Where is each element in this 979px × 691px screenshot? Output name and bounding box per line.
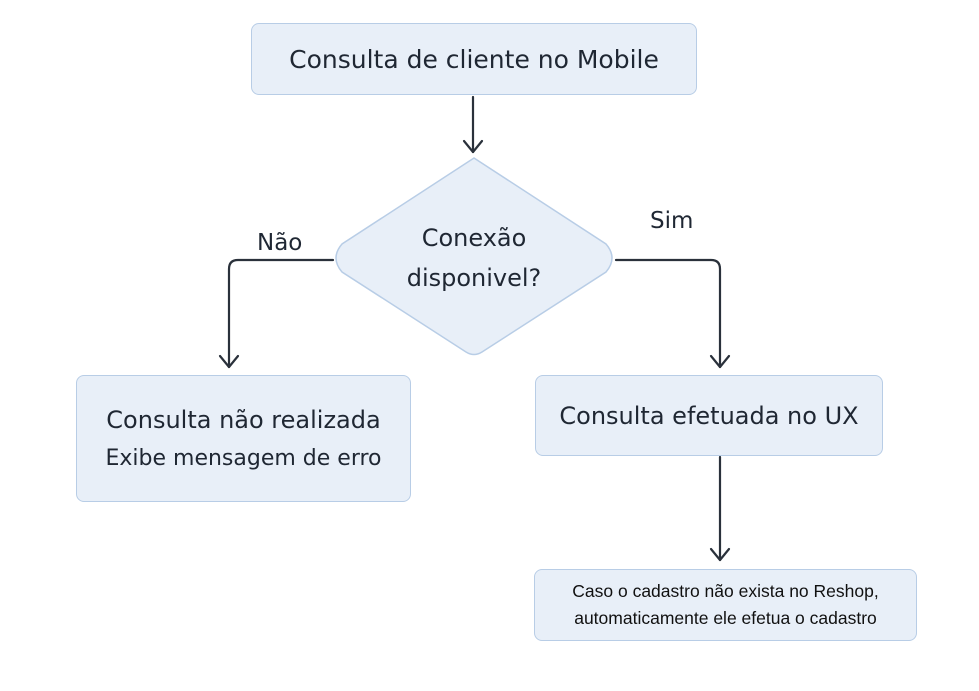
decision-label: Conexão disponivel? xyxy=(360,208,588,308)
arrow-start-to-decision xyxy=(462,95,484,154)
start-node: Consulta de cliente no Mobile xyxy=(251,23,697,95)
note-node: Caso o cadastro não exista no Reshop, au… xyxy=(534,569,917,641)
decision-line-2: disponivel? xyxy=(406,264,542,292)
start-node-label: Consulta de cliente no Mobile xyxy=(289,44,659,74)
fail-node: Consulta não realizada Exibe mensagem de… xyxy=(76,375,411,502)
arrow-yes-branch xyxy=(614,258,731,369)
decision-line-1: Conexão xyxy=(421,224,527,252)
note-line-2: automaticamente ele efetua o cadastro xyxy=(574,608,877,628)
fail-node-detail: Exibe mensagem de erro xyxy=(105,446,382,471)
edge-label-yes: Sim xyxy=(650,208,694,234)
success-node: Consulta efetuada no UX xyxy=(535,375,883,456)
edge-label-no: Não xyxy=(257,230,303,256)
decision-diamond xyxy=(335,157,613,356)
note-line-1: Caso o cadastro não exista no Reshop, xyxy=(572,581,879,601)
success-node-label: Consulta efetuada no UX xyxy=(559,401,859,430)
fail-node-title: Consulta não realizada xyxy=(106,406,381,434)
arrow-no-branch xyxy=(218,258,335,369)
arrow-success-to-note xyxy=(709,455,731,562)
